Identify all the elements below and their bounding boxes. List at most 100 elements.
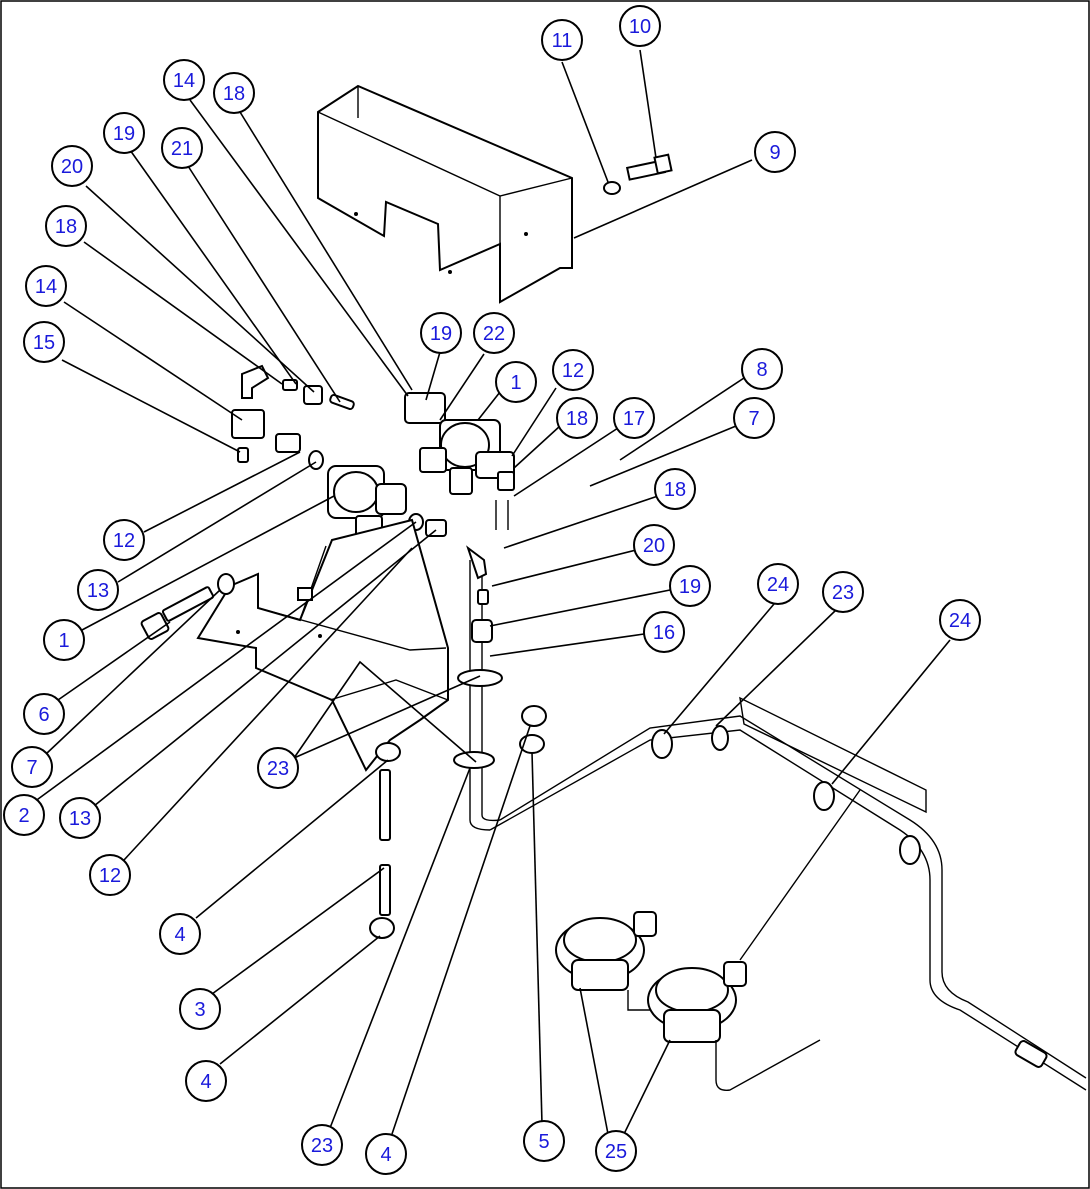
callout-circle xyxy=(633,524,675,566)
callout-9: 9 xyxy=(754,131,796,173)
callout-label: 22 xyxy=(483,323,505,345)
callout-circle xyxy=(3,794,45,836)
callout-circle xyxy=(757,563,799,605)
callout-label: 18 xyxy=(566,408,588,430)
callout-18: 18 xyxy=(213,72,255,114)
callout-circle xyxy=(89,854,131,896)
callout-22: 22 xyxy=(473,312,515,354)
callout-18: 18 xyxy=(556,397,598,439)
callout-circle xyxy=(51,145,93,187)
leader-lines xyxy=(33,49,951,1135)
callout-2: 2 xyxy=(3,794,45,836)
callout-label: 19 xyxy=(430,323,452,345)
callout-label: 24 xyxy=(767,574,789,596)
callout-18: 18 xyxy=(654,468,696,510)
parts-artwork xyxy=(140,84,1087,1091)
callout-circle xyxy=(613,397,655,439)
callout-7: 7 xyxy=(11,746,53,788)
callout-15: 15 xyxy=(23,321,65,363)
callout-circle xyxy=(23,693,65,735)
callout-label: 9 xyxy=(769,142,780,164)
callout-label: 7 xyxy=(748,408,759,430)
valve-assembly-upper xyxy=(404,392,515,495)
callout-label: 19 xyxy=(113,123,135,145)
callout-1: 1 xyxy=(495,361,537,403)
callout-label: 14 xyxy=(173,70,195,92)
callout-label: 4 xyxy=(380,1144,391,1166)
callout-12: 12 xyxy=(552,349,594,391)
callout-circle xyxy=(669,565,711,607)
callout-14: 14 xyxy=(25,265,67,307)
callout-circle xyxy=(365,1133,407,1175)
callout-4: 4 xyxy=(185,1060,227,1102)
callout-16: 16 xyxy=(643,611,685,653)
callout-circle xyxy=(939,599,981,641)
callout-3: 3 xyxy=(179,988,221,1030)
callout-12: 12 xyxy=(103,519,145,561)
callout-circle xyxy=(11,746,53,788)
callout-label: 15 xyxy=(33,332,55,354)
callout-circle xyxy=(822,571,864,613)
callout-label: 18 xyxy=(664,479,686,501)
callout-label: 23 xyxy=(832,582,854,604)
callout-label: 21 xyxy=(171,138,193,160)
callout-circle xyxy=(213,72,255,114)
callout-25: 25 xyxy=(595,1130,637,1172)
callout-circle xyxy=(301,1124,343,1166)
callout-label: 20 xyxy=(61,156,83,178)
callout-circle xyxy=(473,312,515,354)
callout-circle xyxy=(163,59,205,101)
callout-circle xyxy=(523,1120,565,1162)
callout-20: 20 xyxy=(51,145,93,187)
callout-label: 4 xyxy=(200,1071,211,1093)
callout-circle xyxy=(23,321,65,363)
callout-circle xyxy=(43,619,85,661)
callout-4: 4 xyxy=(365,1133,407,1175)
callout-label: 1 xyxy=(510,372,521,394)
callout-label: 13 xyxy=(69,808,91,830)
callout-label: 4 xyxy=(174,924,185,946)
callout-circle xyxy=(654,468,696,510)
tubing-horizontal xyxy=(489,696,1087,1091)
callout-circle xyxy=(495,361,537,403)
callout-label: 18 xyxy=(223,83,245,105)
stud-and-nuts xyxy=(369,742,401,939)
callout-8: 8 xyxy=(741,348,783,390)
callout-label: 23 xyxy=(311,1135,333,1157)
callout-21: 21 xyxy=(161,127,203,169)
callout-circle xyxy=(420,312,462,354)
callout-label: 1 xyxy=(58,630,69,652)
callout-circle xyxy=(77,569,119,611)
callout-circle xyxy=(754,131,796,173)
callout-14: 14 xyxy=(163,59,205,101)
callout-label: 14 xyxy=(35,276,57,298)
callout-circle xyxy=(741,348,783,390)
callout-label: 8 xyxy=(756,359,767,381)
callout-label: 19 xyxy=(679,576,701,598)
callout-4: 4 xyxy=(159,913,201,955)
callout-circle xyxy=(103,112,145,154)
callout-circle xyxy=(103,519,145,561)
callout-label: 10 xyxy=(629,16,651,38)
callout-6: 6 xyxy=(23,693,65,735)
callout-circle xyxy=(45,205,87,247)
callout-24: 24 xyxy=(757,563,799,605)
bolt-lower-left xyxy=(140,573,235,640)
callout-24: 24 xyxy=(939,599,981,641)
callout-5: 5 xyxy=(523,1120,565,1162)
callout-label: 12 xyxy=(562,360,584,382)
callout-circle xyxy=(733,397,775,439)
callout-label: 12 xyxy=(113,530,135,552)
callout-circle xyxy=(595,1130,637,1172)
callout-label: 25 xyxy=(605,1141,627,1163)
callout-label: 2 xyxy=(18,805,29,827)
callout-23: 23 xyxy=(301,1124,343,1166)
callout-12: 12 xyxy=(89,854,131,896)
fittings-upper-left xyxy=(231,364,355,470)
callout-19: 19 xyxy=(420,312,462,354)
callout-circle xyxy=(556,397,598,439)
callout-1: 1 xyxy=(43,619,85,661)
brake-chambers xyxy=(555,789,861,1091)
